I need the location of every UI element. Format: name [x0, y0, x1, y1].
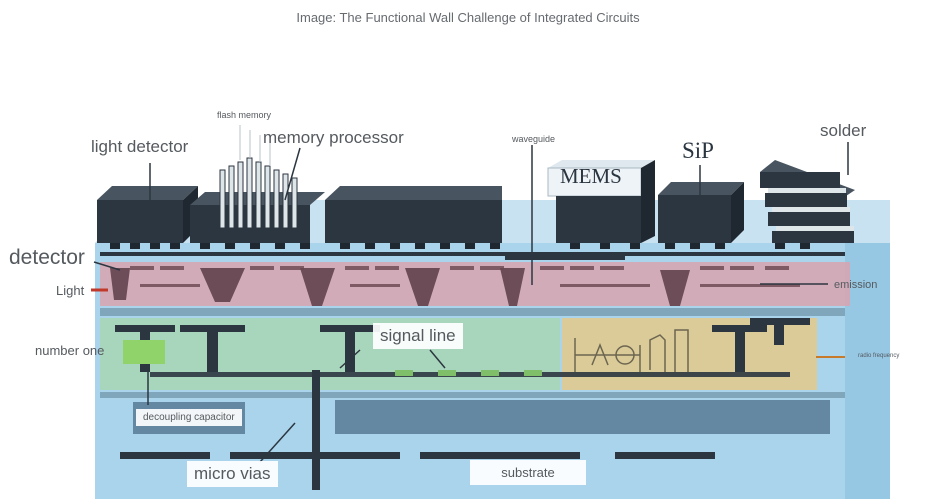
mems-chip-body: [556, 196, 641, 243]
light-label: Light: [56, 283, 85, 298]
signal-line-label: signal line: [373, 323, 463, 349]
emission-label: emission: [834, 279, 878, 291]
light-detector-chip-top: [97, 186, 198, 200]
mems-chip-side: [641, 160, 655, 243]
solder-stack: [760, 160, 855, 243]
rf-circuit-doodle: [574, 329, 689, 372]
sip-chip-top: [658, 182, 744, 195]
light-detector-chip: [97, 200, 183, 243]
leader-lines: [93, 142, 849, 463]
micro-vias-label: micro vias: [187, 461, 278, 487]
number-one-label: number one: [35, 343, 105, 358]
waveguide-core: [505, 256, 625, 260]
figure-caption: Image: The Functional Wall Challenge of …: [296, 10, 640, 25]
flash-memory-pins: [239, 125, 271, 166]
emission-dashes: [130, 266, 800, 287]
buried-trace: [420, 452, 580, 459]
sip-chip: [658, 195, 731, 243]
sip-chip-side: [731, 182, 744, 243]
flash-memory-label: flash memory: [217, 110, 272, 120]
radio-frequency-label: radio frequency: [858, 353, 900, 359]
decoupling-capacitor-label: decoupling capacitor: [136, 409, 242, 426]
sip-stamp: SiP: [682, 138, 714, 163]
mems-chip: [547, 167, 642, 197]
buried-trace: [615, 452, 715, 459]
flash-memory-stack: [219, 157, 298, 229]
light-detector-label: light detector: [91, 137, 189, 156]
green-capacitor: [123, 340, 165, 364]
substrate-label: substrate: [470, 460, 586, 485]
solder-bumps: [110, 243, 810, 249]
memory-processor-label: memory processor: [263, 128, 404, 147]
detector-label: detector: [9, 246, 85, 269]
waveguide-label: waveguide: [512, 134, 556, 144]
micro-via-bar: [150, 372, 790, 377]
dielectric-strip: [100, 392, 845, 398]
micro-via-trunk: [312, 370, 320, 490]
processor-chip: [325, 200, 502, 243]
buried-trace: [120, 452, 210, 459]
signal-line-pads: [395, 370, 542, 376]
dielectric-strip: [100, 308, 845, 316]
substrate-side-shade: [845, 243, 890, 499]
waveguide-strip: [100, 252, 845, 256]
buried-layer: [335, 400, 830, 434]
mems-chip-top: [548, 160, 655, 168]
mems-stamp: MEMS: [560, 164, 622, 188]
solder-label: solder: [820, 121, 867, 140]
emission-vias: [110, 268, 690, 306]
processor-chip-top: [325, 186, 502, 200]
